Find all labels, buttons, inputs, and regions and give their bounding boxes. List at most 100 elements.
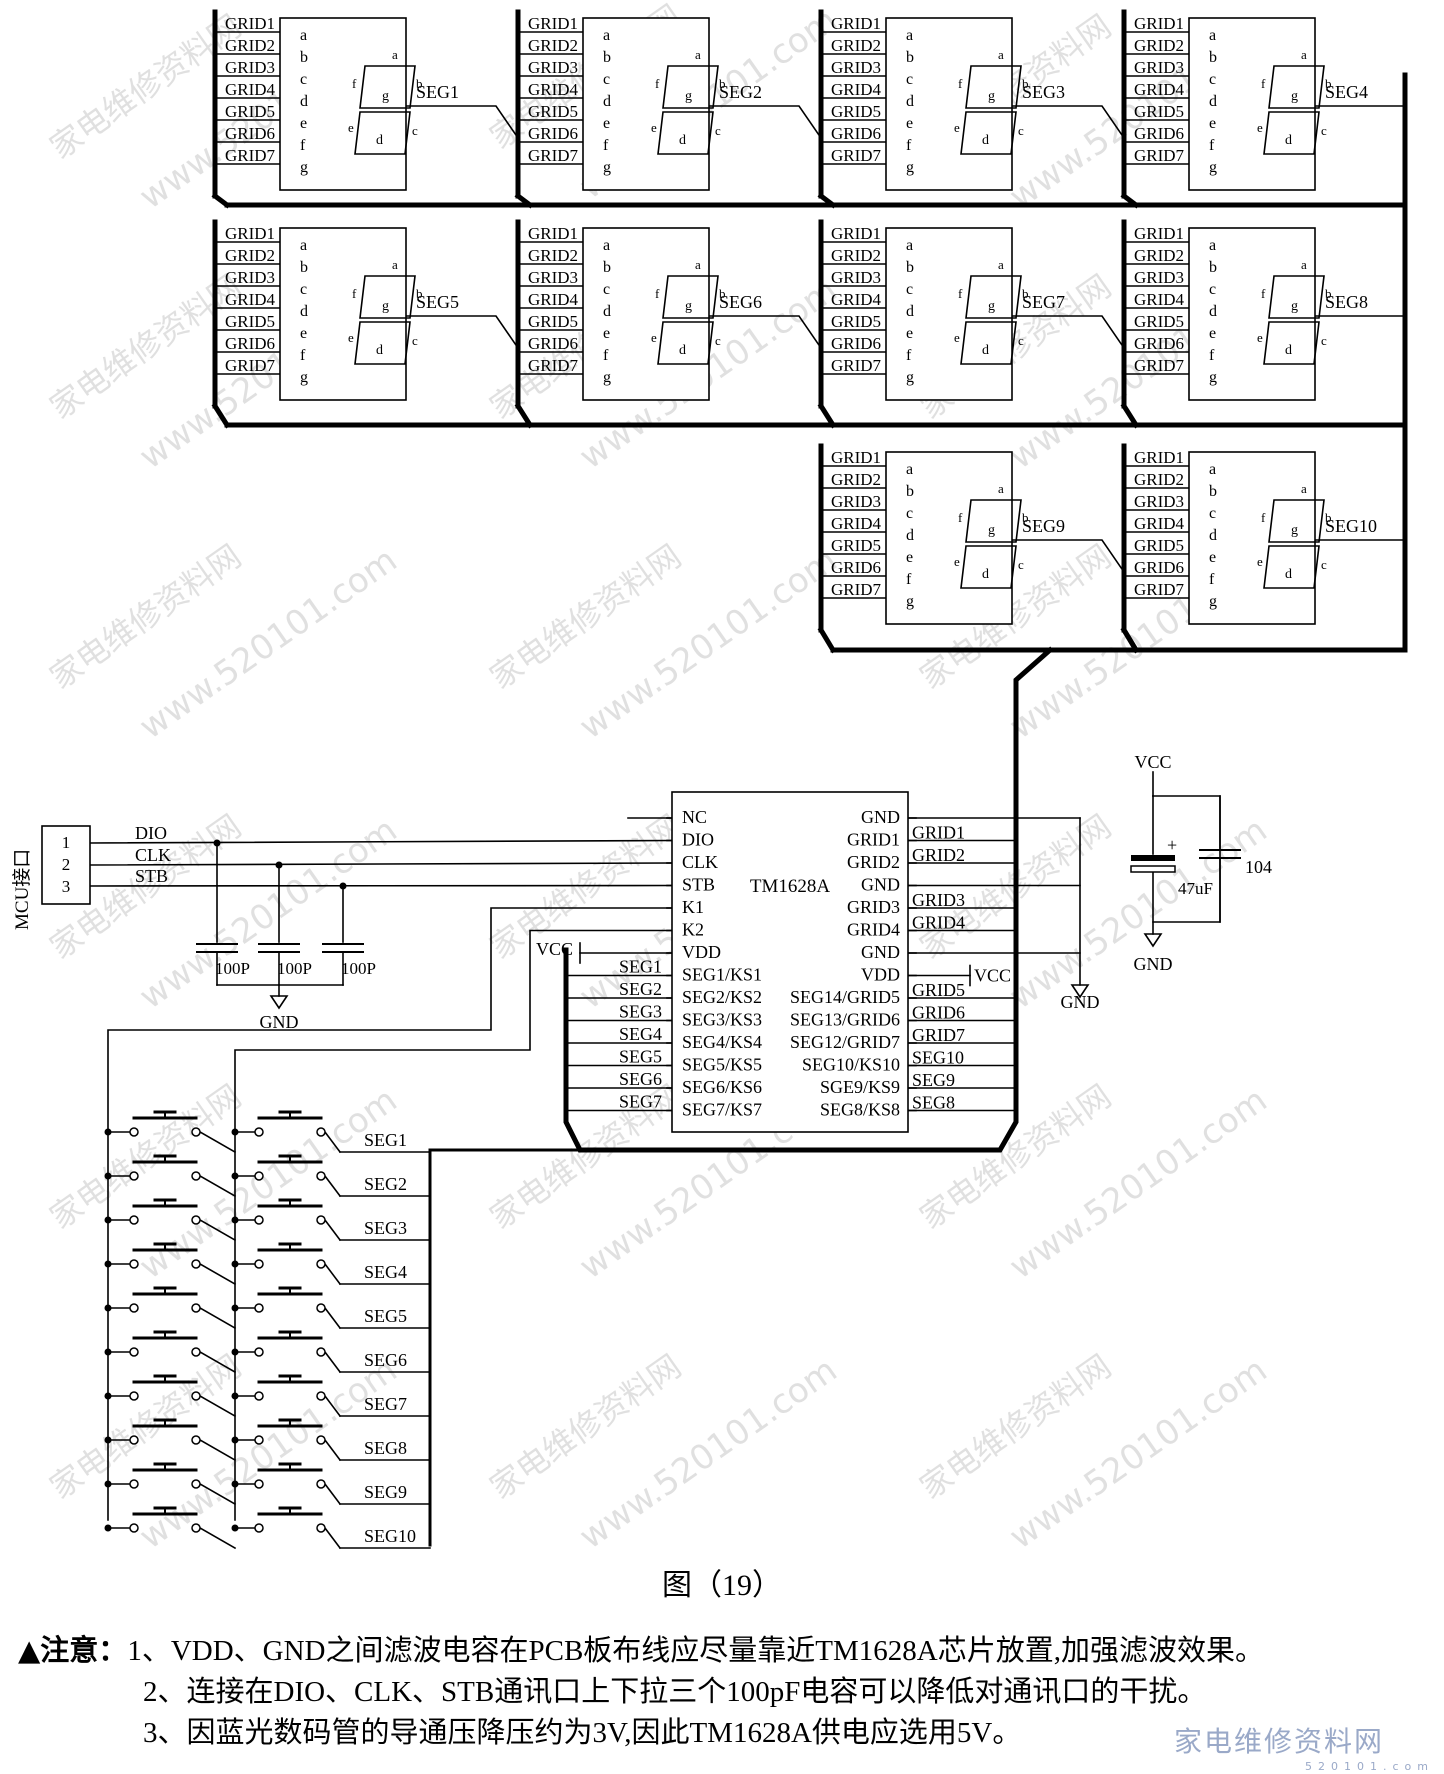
grid-label: GRID4 [528,290,579,309]
gnd-power-label: GND [1134,954,1173,974]
key-wire [198,1526,237,1550]
segment-pin-letter: g [603,369,611,386]
gnd-label: GND [260,1012,299,1032]
segment-label-e: e [348,330,354,345]
segment-pin-letter: e [1209,549,1216,566]
chip-right-net-label: SEG9 [912,1070,955,1090]
segment-label-c: c [1321,123,1327,138]
grid-label: GRID6 [1134,124,1184,143]
key-contact [254,1347,264,1357]
segment-pin-letter: f [603,347,609,364]
segment-label-f: f [352,286,357,301]
segment-label-e: e [1257,120,1263,135]
grid-label: GRID3 [831,492,881,511]
key-contact [191,1171,201,1181]
chip-right-net-label: SEG8 [912,1093,955,1113]
grid-label: GRID4 [1134,80,1185,99]
segment-label-d: d [982,567,989,582]
segment-label-d: d [376,343,383,358]
key-wire [198,1394,237,1418]
logo-text: 家电维修资料网 [1174,1725,1385,1758]
seg-wire [1011,539,1126,574]
segment-label-f: f [352,76,357,91]
segment-pin-letter: f [1209,347,1215,364]
notes-block: ▲注意：1、VDD、GND之间滤波电容在PCB板布线应尽量靠近TM1628A芯片… [18,1630,1264,1754]
mcu-label: MCU接口 [11,849,33,930]
segment-label-e: e [348,120,354,135]
grid-label: GRID6 [831,124,881,143]
segment-label-a: a [695,47,701,62]
segment-pin-letter: e [1209,115,1216,132]
watermark-text: www.520101.com [1002,810,1274,1017]
segment-label-e: e [1257,554,1263,569]
chip-right-pin: GRID3 [847,897,900,917]
grid-label: GRID1 [225,224,275,243]
seg-net-label: SEG7 [1022,292,1065,312]
chip-body [671,791,909,1133]
mcu-pin-number: 3 [62,877,71,896]
grid-label: GRID5 [225,102,275,121]
segment-pin-letter: d [300,93,308,110]
grid-label: GRID6 [528,124,578,143]
grid-label: GRID6 [831,334,881,353]
segment-label-e: e [954,330,960,345]
grid-label: GRID2 [225,36,275,55]
gnd-label: GND [1061,992,1100,1012]
segment-label-g: g [1291,89,1298,104]
grid-label: GRID7 [1134,146,1185,165]
key-contact [191,1479,201,1489]
grid-label: GRID3 [1134,268,1184,287]
vcc-top-label: VCC [1134,752,1171,772]
segment-label-b: b [1325,286,1332,301]
segment-label-a: a [998,257,1004,272]
chip-right-pin: SEG13/GRID6 [790,1010,900,1030]
key-contact [129,1523,139,1533]
grid-label: GRID2 [1134,36,1184,55]
chip-name: TM1628A [750,876,831,897]
grid-label: GRID7 [831,146,882,165]
key-contact [316,1259,326,1269]
segment-pin-letter: c [1209,281,1216,298]
key-contact [254,1435,264,1445]
segment-label-f: f [958,510,963,525]
segment-pin-letter: f [1209,137,1215,154]
segment-pin-letter: f [906,137,912,154]
key-wire [198,1130,237,1154]
key-contact [191,1435,201,1445]
grid-label: GRID7 [831,356,882,375]
grid-label: GRID6 [225,124,275,143]
junction-dot [104,1216,112,1224]
key-seg-label: SEG10 [364,1526,416,1546]
segment-label-b: b [416,286,423,301]
key-contact [129,1347,139,1357]
grid-label: GRID7 [1134,356,1185,375]
chip-right-pin: SGE9/KS9 [820,1077,900,1097]
key-contact [254,1171,264,1181]
seg-wire [708,315,823,350]
chip-left-pin: SEG3/KS3 [682,1010,762,1030]
segment-pin-letter: e [1209,325,1216,342]
comm-signal-label: CLK [135,845,171,865]
grid-label: GRID7 [831,580,882,599]
grid-label: GRID2 [831,470,881,489]
segment-pin-letter: a [906,237,913,254]
watermark-text: www.520101.com [1002,1350,1274,1557]
key-wire [198,1438,237,1462]
chip-right-net-label: GRID3 [912,890,965,910]
digit-lower-segment-frame [1263,321,1320,365]
grid-label: GRID7 [225,356,276,375]
key-contact [316,1435,326,1445]
key-contact [254,1127,264,1137]
key-seg-label: SEG3 [364,1218,407,1238]
grid-label: GRID3 [225,58,275,77]
key-contact [254,1479,264,1489]
grid-label: GRID1 [528,224,578,243]
key-wire [323,1350,342,1374]
key-contact [191,1259,201,1269]
comm-wire [89,862,673,866]
digit-upper-segment-frame [359,65,416,109]
cap-value-label: 100P [215,959,250,978]
